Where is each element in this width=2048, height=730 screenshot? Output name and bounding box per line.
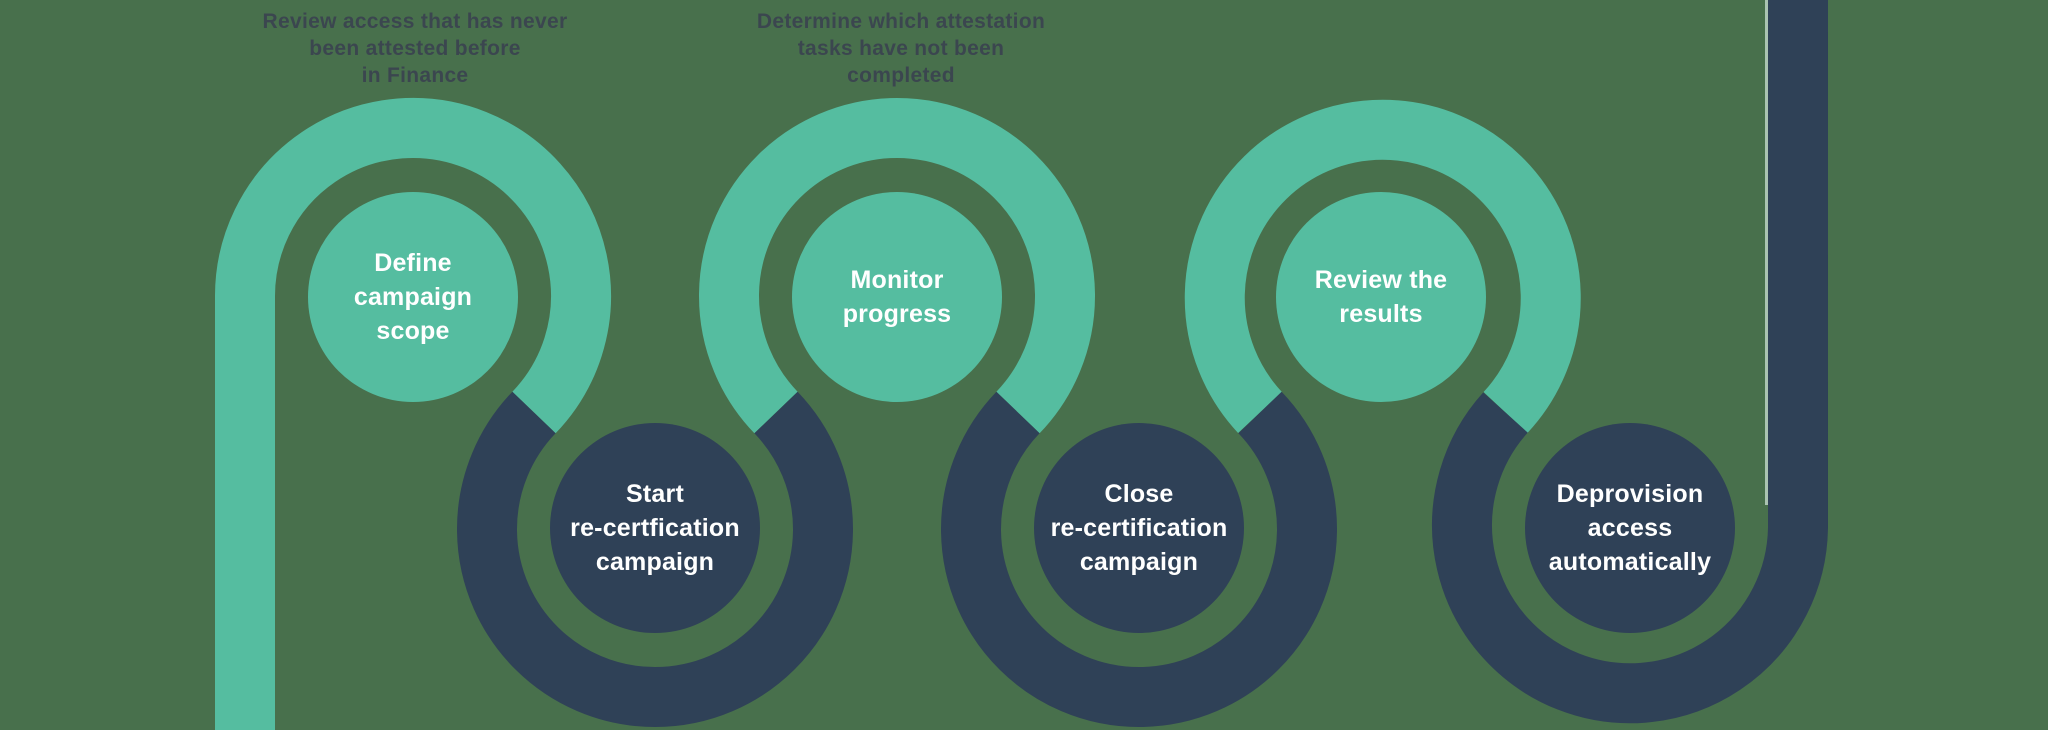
step-label: Monitor progress bbox=[842, 266, 952, 328]
step-label: Deprovision access automatically bbox=[1548, 480, 1712, 576]
step-circle-deprovision-access: Deprovision access automatically bbox=[1525, 423, 1735, 633]
step-circle-define-campaign-scope: Define campaign scope bbox=[308, 192, 518, 402]
flow-path-teal bbox=[214, 98, 1581, 730]
step-circle-review-results: Review the results bbox=[1276, 192, 1486, 402]
exit-bar-edge-highlight bbox=[1765, 0, 1768, 505]
step-label: Review the results bbox=[1314, 266, 1448, 328]
step-label: Define campaign scope bbox=[353, 249, 473, 345]
step-circle-close-recertification-campaign: Close re-certification campaign bbox=[1034, 423, 1244, 633]
step-label: Close re-certification campaign bbox=[1050, 480, 1228, 576]
step-label: Start re-certfication campaign bbox=[570, 480, 740, 576]
flow-path-navy bbox=[457, 0, 1828, 727]
annotation-determine-attestation: Determine which attestation tasks have n… bbox=[756, 10, 1046, 87]
annotation-review-access: Review access that has never been attest… bbox=[262, 10, 568, 87]
step-circle-monitor-progress: Monitor progress bbox=[792, 192, 1002, 402]
step-circle-start-recertification-campaign: Start re-certfication campaign bbox=[550, 423, 760, 633]
